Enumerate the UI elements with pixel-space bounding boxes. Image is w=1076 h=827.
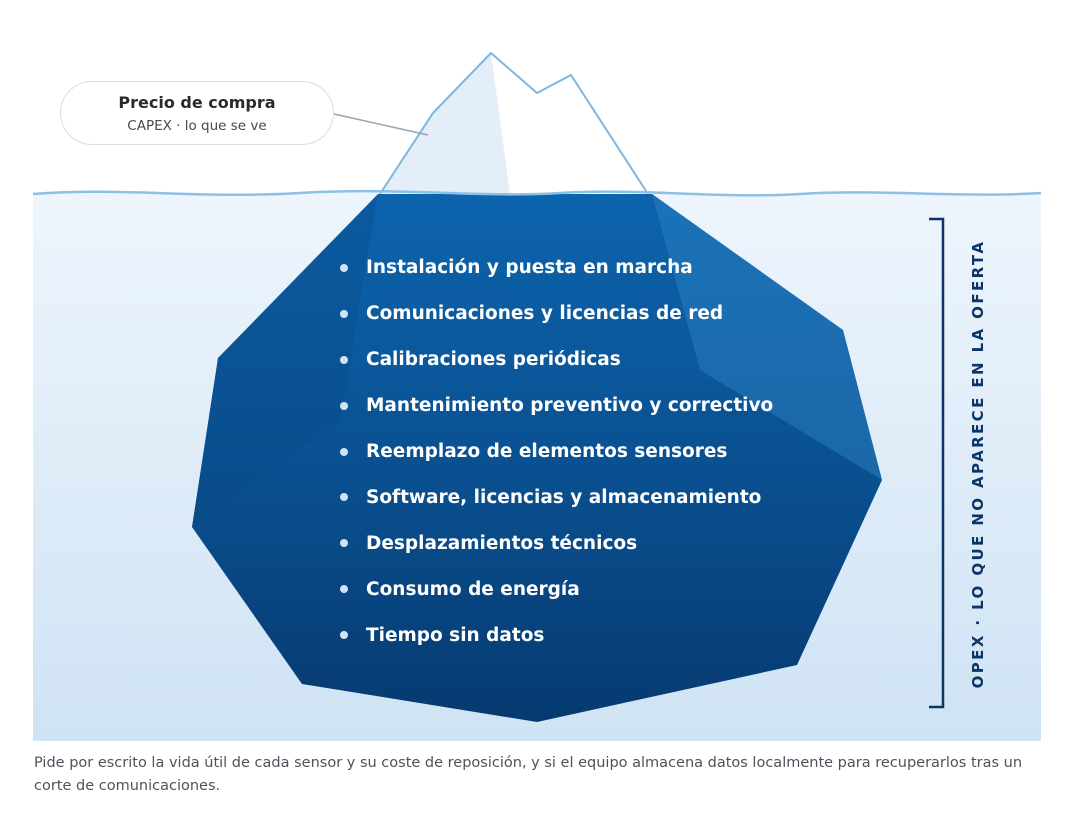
bullet-dot-icon <box>340 585 348 594</box>
iceberg-tip-shade <box>380 53 510 194</box>
list-item-label: Comunicaciones y licencias de red <box>366 303 724 325</box>
bullet-dot-icon <box>340 401 348 410</box>
iceberg-tip-outline <box>379 52 649 195</box>
opex-bracket <box>929 217 945 709</box>
callout-title: Precio de compra <box>118 93 276 112</box>
iceberg-illustration <box>32 52 1042 741</box>
bullet-dot-icon <box>340 539 348 548</box>
list-item: Instalación y puesta en marcha <box>340 245 773 291</box>
list-item-label: Consumo de energía <box>366 578 580 600</box>
bullet-dot-icon <box>340 493 348 502</box>
callout-subtitle: CAPEX · lo que se ve <box>127 118 267 134</box>
list-item-label: Tiempo sin datos <box>366 624 545 646</box>
waterline <box>32 189 1042 197</box>
opex-side-label: OPEX · LO QUE NO APARECE EN LA OFERTA <box>969 239 987 689</box>
list-item-label: Desplazamientos técnicos <box>366 532 638 554</box>
bullet-dot-icon <box>340 355 348 364</box>
list-item-emphasis: Tiempo sin datos <box>340 612 773 658</box>
bullet-dot-icon <box>340 263 348 272</box>
list-item-label: Reemplazo de elementos sensores <box>366 441 728 462</box>
bullet-dot-icon <box>340 309 348 318</box>
list-item: Calibraciones periódicas <box>340 337 773 383</box>
iceberg-facet-right <box>652 194 882 480</box>
callout-leader-line <box>333 113 429 136</box>
iceberg-facet-left <box>192 194 378 527</box>
bullet-dot-icon <box>340 631 348 640</box>
footnote: Pide por escrito la vida útil de cada se… <box>34 755 1023 794</box>
list-item: Comunicaciones y licencias de red <box>340 291 773 337</box>
bullet-dot-icon <box>340 447 348 456</box>
list-item-label: Mantenimiento preventivo y correctivo <box>366 395 774 417</box>
list-item: Consumo de energía <box>340 566 773 612</box>
list-item: Software, licencias y almacenamiento <box>340 474 773 520</box>
list-item-label: Software, licencias y almacenamiento <box>366 486 762 508</box>
iceberg-submerged <box>192 194 882 722</box>
list-item: Desplazamientos técnicos <box>340 520 773 566</box>
capex-callout: Precio de compra CAPEX · lo que se ve <box>60 81 334 145</box>
list-item-label: Calibraciones periódicas <box>366 349 621 371</box>
list-item-label: Instalación y puesta en marcha <box>366 257 693 279</box>
hidden-costs-list: Instalación y puesta en marcha Comunicac… <box>340 245 773 658</box>
list-item: Mantenimiento preventivo y correctivo <box>340 383 773 429</box>
list-item: Reemplazo de elementos sensores <box>340 429 773 475</box>
